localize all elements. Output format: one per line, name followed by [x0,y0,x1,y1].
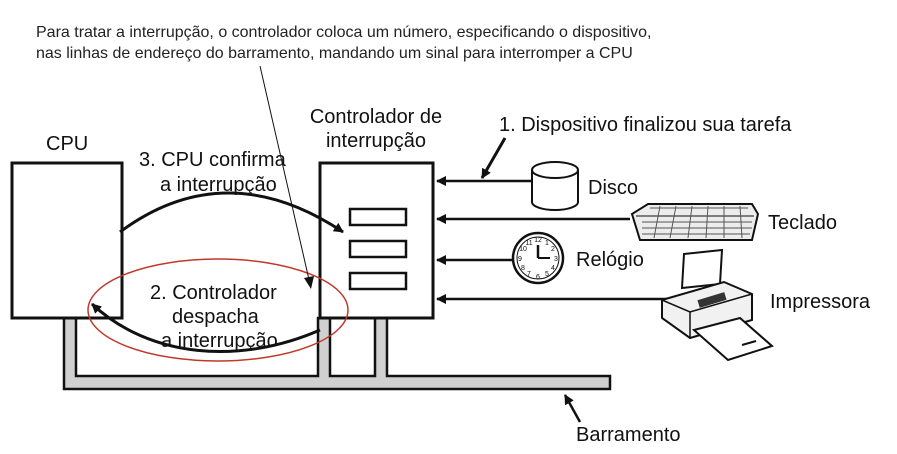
highlight-ellipse [87,258,349,362]
step1-label: 1. Dispositivo finalizou sua tarefa [499,114,792,136]
step3-arrow [119,191,344,234]
keyboard-icon [630,203,760,241]
step3-label-line-2: a interrupção [160,174,277,196]
bus-label-pointer [563,394,582,423]
svg-text:6: 6 [536,274,540,281]
bus [62,316,612,391]
svg-text:10: 10 [519,246,527,253]
svg-text:5: 5 [545,271,549,278]
svg-text:4: 4 [551,265,555,272]
annotation-pointer [259,65,311,285]
svg-text:9: 9 [518,256,522,263]
svg-text:1: 1 [545,240,549,247]
svg-text:8: 8 [521,265,525,272]
controller-label-line-2: interrupção [325,130,427,152]
disk-icon [531,161,579,211]
step3-label-line-1: 3. CPU confirma [139,149,286,171]
svg-text:3: 3 [554,256,558,263]
printer-icon [661,248,774,362]
bus-label: Barramento [576,424,681,446]
clock-label: Relógio [576,249,644,271]
svg-text:2: 2 [551,246,555,253]
annotation-line-2: nas linhas de endereço do barramento, ma… [36,45,633,62]
printer-label: Impressora [770,291,871,313]
clock-icon: 12 1 2 3 4 5 6 7 8 9 10 11 [511,231,565,285]
step2-label-line-3: a interrupção [161,330,278,352]
controller-slot-2 [348,239,408,259]
controller-slot-3 [348,271,408,291]
step2-label-line-2: despacha [172,306,259,328]
step1-pointer [480,137,507,179]
controller-label-line-1: Controlador de [309,106,443,128]
cpu-box [10,161,124,320]
annotation-line-1: Para tratar a interrupção, o controlador… [36,24,652,41]
step2-arrow [90,302,321,354]
svg-text:11: 11 [525,240,532,247]
svg-text:12: 12 [534,237,542,244]
step2-label-line-1: 2. Controlador [150,282,277,304]
svg-text:7: 7 [527,271,531,278]
cpu-label: CPU [46,133,89,155]
keyboard-label: Teclado [768,212,837,234]
disk-label: Disco [588,177,639,199]
controller-slot-1 [348,207,408,227]
